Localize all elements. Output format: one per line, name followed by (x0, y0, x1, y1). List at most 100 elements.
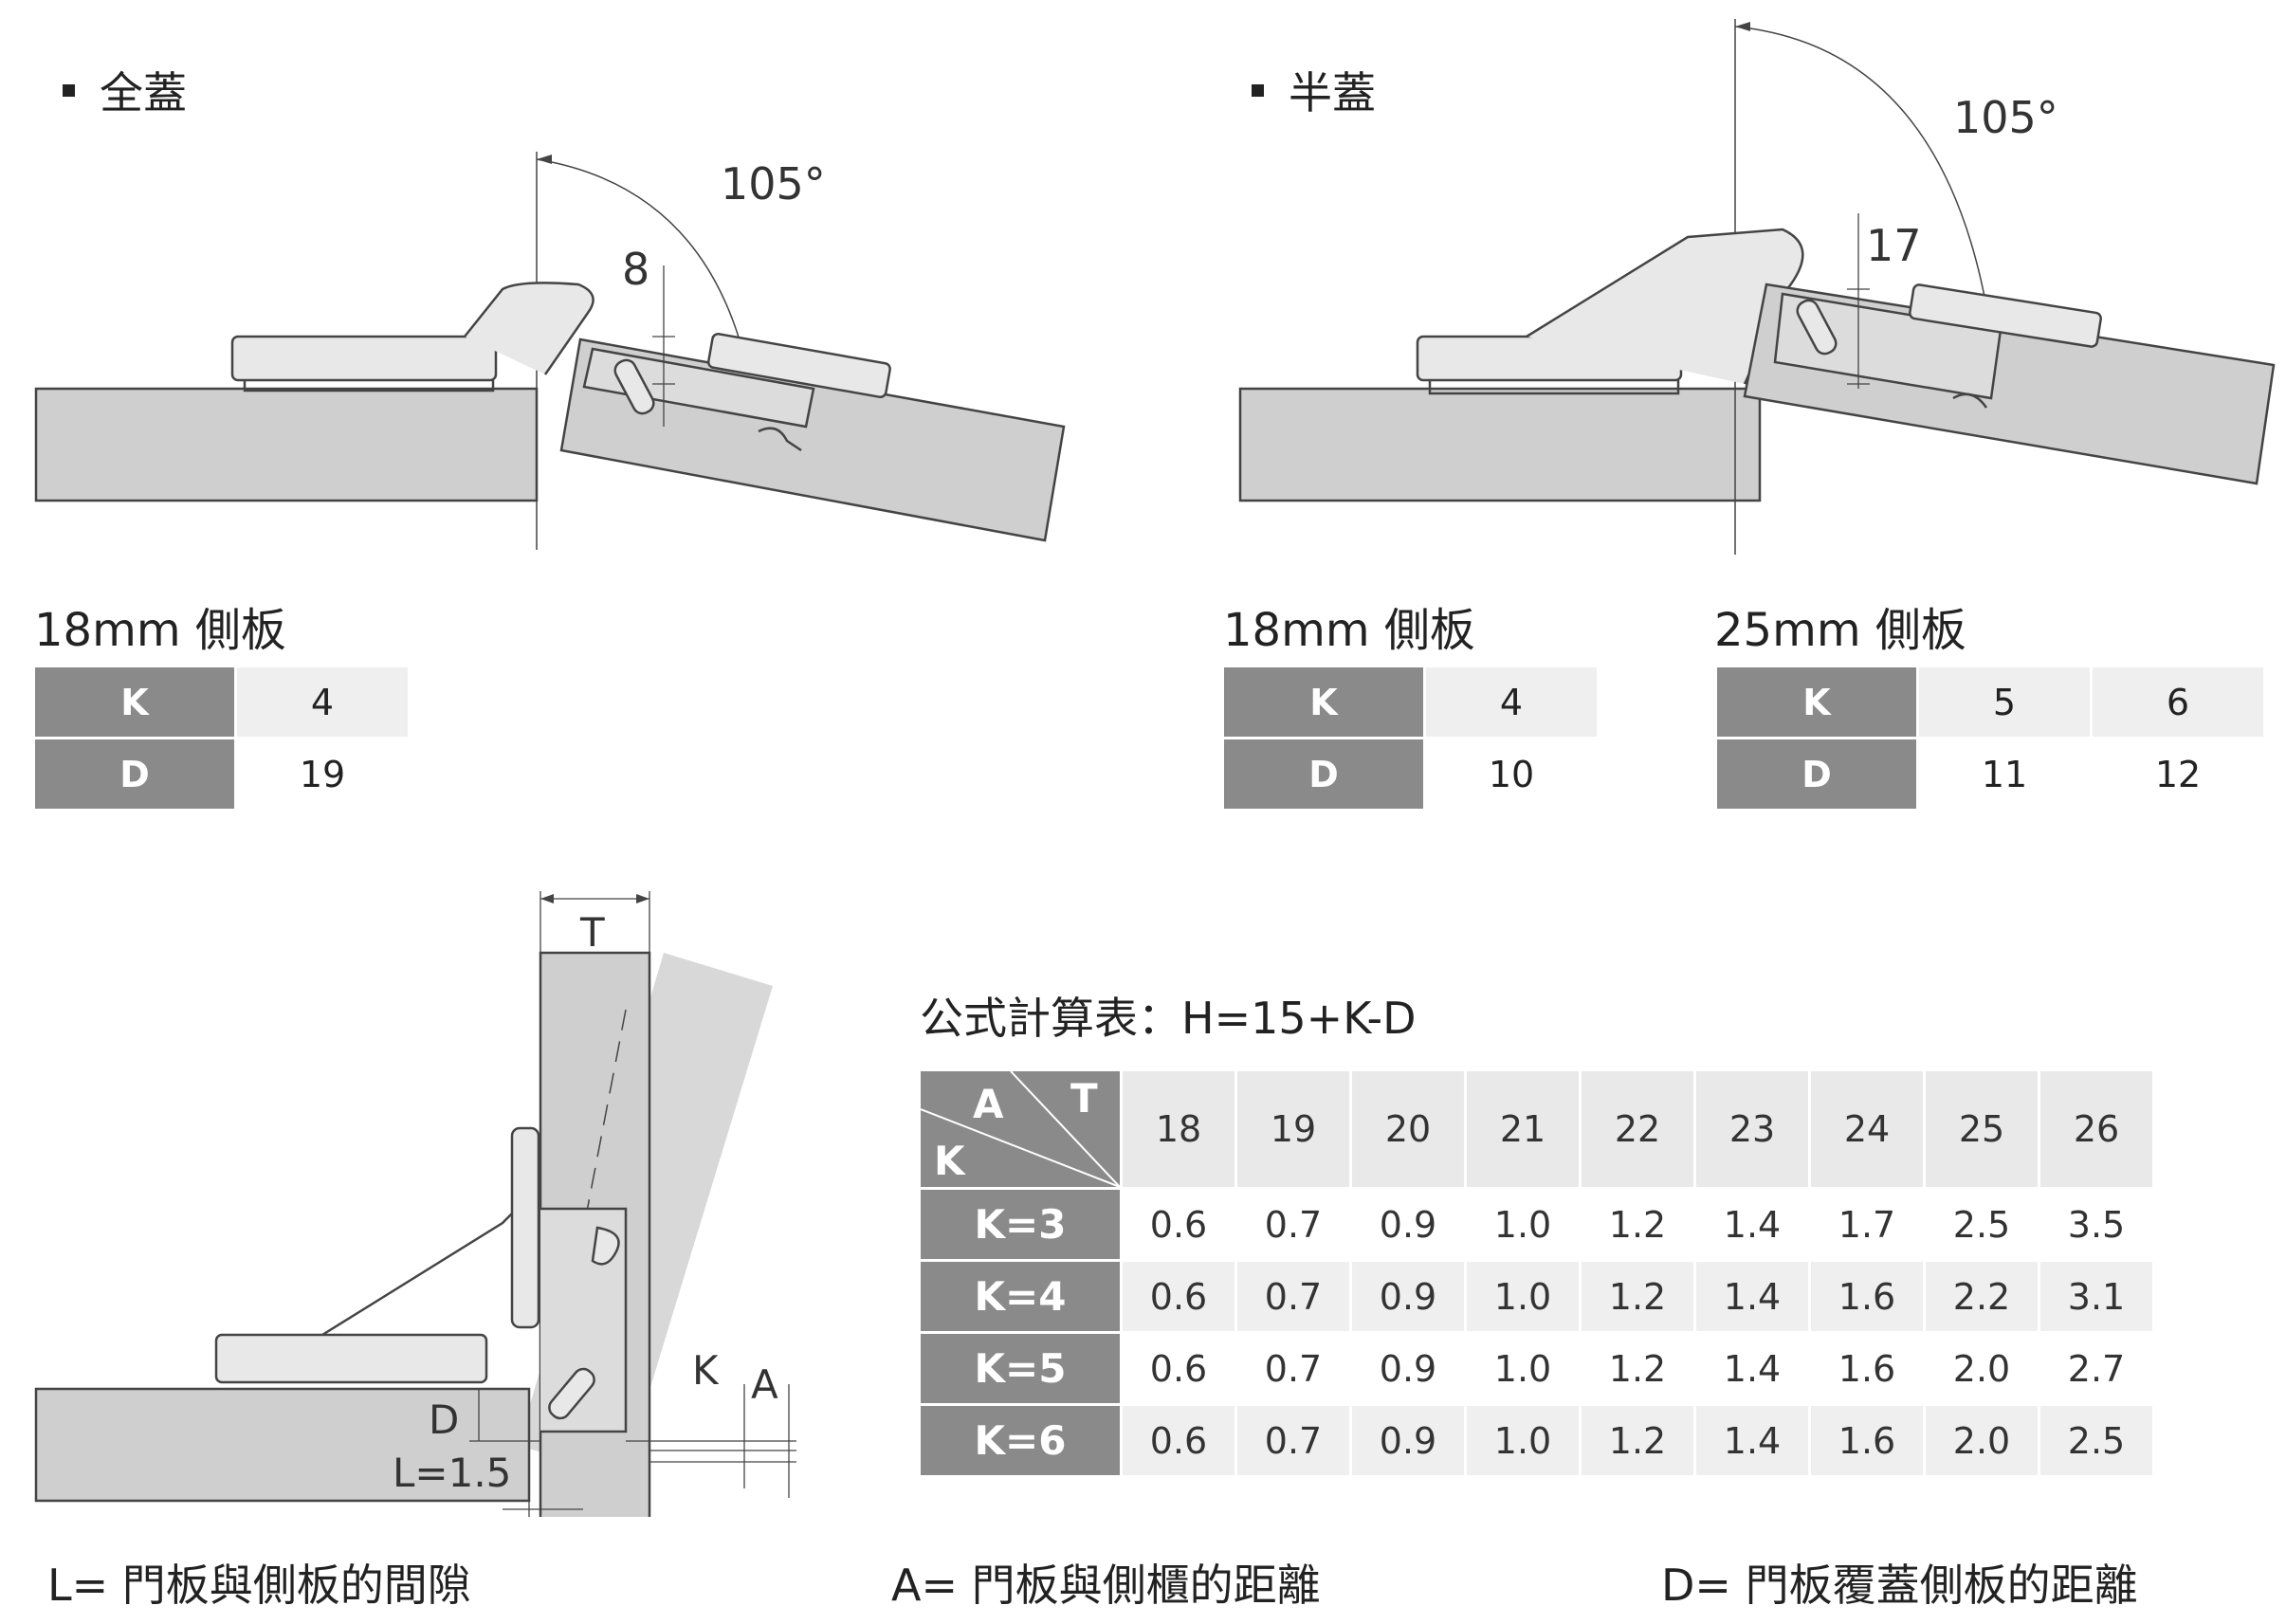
table-cell: 1.2 (1582, 1262, 1693, 1331)
table-cell: 0.9 (1352, 1406, 1464, 1475)
l-label: L=1.5 (393, 1450, 511, 1496)
table-cell: 1.0 (1467, 1406, 1579, 1475)
row-header: K=4 (921, 1262, 1120, 1331)
corner-k: K (934, 1138, 965, 1184)
table-row: K=4 0.6 0.7 0.9 1.0 1.2 1.4 1.6 2.2 3.1 (921, 1262, 2152, 1331)
d-header: D (1717, 739, 1916, 809)
t-header: 19 (1237, 1071, 1349, 1187)
formula-title: 公式計算表：H=15+K-D (920, 993, 1417, 1044)
t-header: 21 (1467, 1071, 1579, 1187)
table-cell: 2.0 (1926, 1334, 2038, 1403)
table-cell: 0.7 (1237, 1334, 1349, 1403)
table-cell: 1.2 (1582, 1406, 1693, 1475)
k-label: K (692, 1347, 720, 1394)
table-cell: 2.7 (2040, 1334, 2152, 1403)
k-value: 6 (2093, 667, 2263, 737)
table-row: K=3 0.6 0.7 0.9 1.0 1.2 1.4 1.7 2.5 3.5 (921, 1190, 2152, 1259)
row-header: K=6 (921, 1406, 1120, 1475)
corner-t: T (1070, 1075, 1098, 1122)
table-cell: 0.6 (1123, 1406, 1234, 1475)
table-cell: 0.7 (1237, 1406, 1349, 1475)
table-cell: 1.0 (1467, 1190, 1579, 1259)
legend-d: D= 門板覆蓋側板的距離 (1661, 1560, 2138, 1611)
k-value: 4 (1426, 667, 1597, 737)
table-cell: 2.5 (2040, 1406, 2152, 1475)
clearance-diagram: T K A D L=1.5 (34, 891, 796, 1517)
table-header-row: A T K 18 19 20 21 22 23 24 25 26 (921, 1071, 2152, 1187)
row-header: K=5 (921, 1334, 1120, 1403)
half-angle-label: 105° (1953, 92, 2058, 143)
table-cell: 1.6 (1811, 1334, 1923, 1403)
table-cell: 0.9 (1352, 1190, 1464, 1259)
k-header: K (1224, 667, 1423, 737)
legend-a: A= 門板與側櫃的距離 (891, 1560, 1321, 1611)
table-cell: 1.4 (1696, 1190, 1808, 1259)
full-overlay-title-text: 全蓋 (100, 67, 187, 119)
full-18-title: 18mm 側板 (34, 604, 286, 657)
table-cell: 0.6 (1123, 1262, 1234, 1331)
table-cell: 0.7 (1237, 1190, 1349, 1259)
half-dim-label: 17 (1866, 220, 1922, 271)
table-cell: 0.7 (1237, 1262, 1349, 1331)
table-row: K=6 0.6 0.7 0.9 1.0 1.2 1.4 1.6 2.0 2.5 (921, 1406, 2152, 1475)
table-cell: 0.9 (1352, 1334, 1464, 1403)
d-header: D (1224, 739, 1423, 809)
a-label: A (751, 1361, 778, 1408)
half-overlay-title: 半蓋 (1252, 59, 1376, 121)
table-cell: 1.7 (1811, 1190, 1923, 1259)
d-value: 12 (2093, 739, 2263, 809)
table-row: K=5 0.6 0.7 0.9 1.0 1.2 1.4 1.6 2.0 2.7 (921, 1334, 2152, 1403)
corner-cell: A T K (921, 1071, 1120, 1187)
table-cell: 1.4 (1696, 1262, 1808, 1331)
table-cell: 1.4 (1696, 1406, 1808, 1475)
table-cell: 3.1 (2040, 1262, 2152, 1331)
table-cell: 1.6 (1811, 1406, 1923, 1475)
table-cell: 0.6 (1123, 1334, 1234, 1403)
table-cell: 2.0 (1926, 1406, 2038, 1475)
t-label: T (579, 909, 605, 956)
table-row: D 19 (35, 739, 408, 809)
t-header: 26 (2040, 1071, 2152, 1187)
table-cell: 3.5 (2040, 1190, 2152, 1259)
full-dim-label: 8 (622, 244, 649, 295)
table-row: D 11 12 (1717, 739, 2263, 809)
k-value: 4 (237, 667, 408, 737)
table-cell: 1.2 (1582, 1334, 1693, 1403)
t-header: 18 (1123, 1071, 1234, 1187)
half-overlay-diagram: 105° 17 (1238, 19, 2276, 555)
calc-table: A T K 18 19 20 21 22 23 24 25 26 K=3 0.6… (918, 1068, 2155, 1478)
corner-lines (921, 1071, 1120, 1187)
d-value: 10 (1426, 739, 1597, 809)
t-header: 24 (1811, 1071, 1923, 1187)
full-angle-label: 105° (721, 158, 826, 210)
k-header: K (1717, 667, 1916, 737)
table-cell: 1.4 (1696, 1334, 1808, 1403)
full-overlay-title: 全蓋 (63, 59, 187, 121)
corner-a: A (973, 1081, 1004, 1127)
table-row: K 4 (35, 667, 408, 737)
full-18-table: K 4 D 19 (32, 665, 411, 812)
d-header: D (35, 739, 234, 809)
t-header: 25 (1926, 1071, 2038, 1187)
table-row: K 4 (1224, 667, 1597, 737)
k-header: K (35, 667, 234, 737)
table-cell: 0.6 (1123, 1190, 1234, 1259)
k-value: 5 (1919, 667, 2090, 737)
half-25-title: 25mm 側板 (1714, 604, 1966, 657)
table-row: K 5 6 (1717, 667, 2263, 737)
t-header: 23 (1696, 1071, 1808, 1187)
half-18-table: K 4 D 10 (1221, 665, 1600, 812)
table-cell: 2.5 (1926, 1190, 2038, 1259)
t-header: 20 (1352, 1071, 1464, 1187)
table-cell: 1.2 (1582, 1190, 1693, 1259)
table-cell: 2.2 (1926, 1262, 2038, 1331)
table-cell: 1.0 (1467, 1334, 1579, 1403)
full-overlay-diagram: 105° 8 (34, 152, 1066, 550)
table-row: D 10 (1224, 739, 1597, 809)
table-cell: 0.9 (1352, 1262, 1464, 1331)
half-25-table: K 5 6 D 11 12 (1714, 665, 2266, 812)
half-18-title: 18mm 側板 (1223, 604, 1475, 657)
table-cell: 1.6 (1811, 1262, 1923, 1331)
bullet-icon (1252, 83, 1264, 97)
legend-l: L= 門板與側板的間隙 (47, 1560, 471, 1611)
